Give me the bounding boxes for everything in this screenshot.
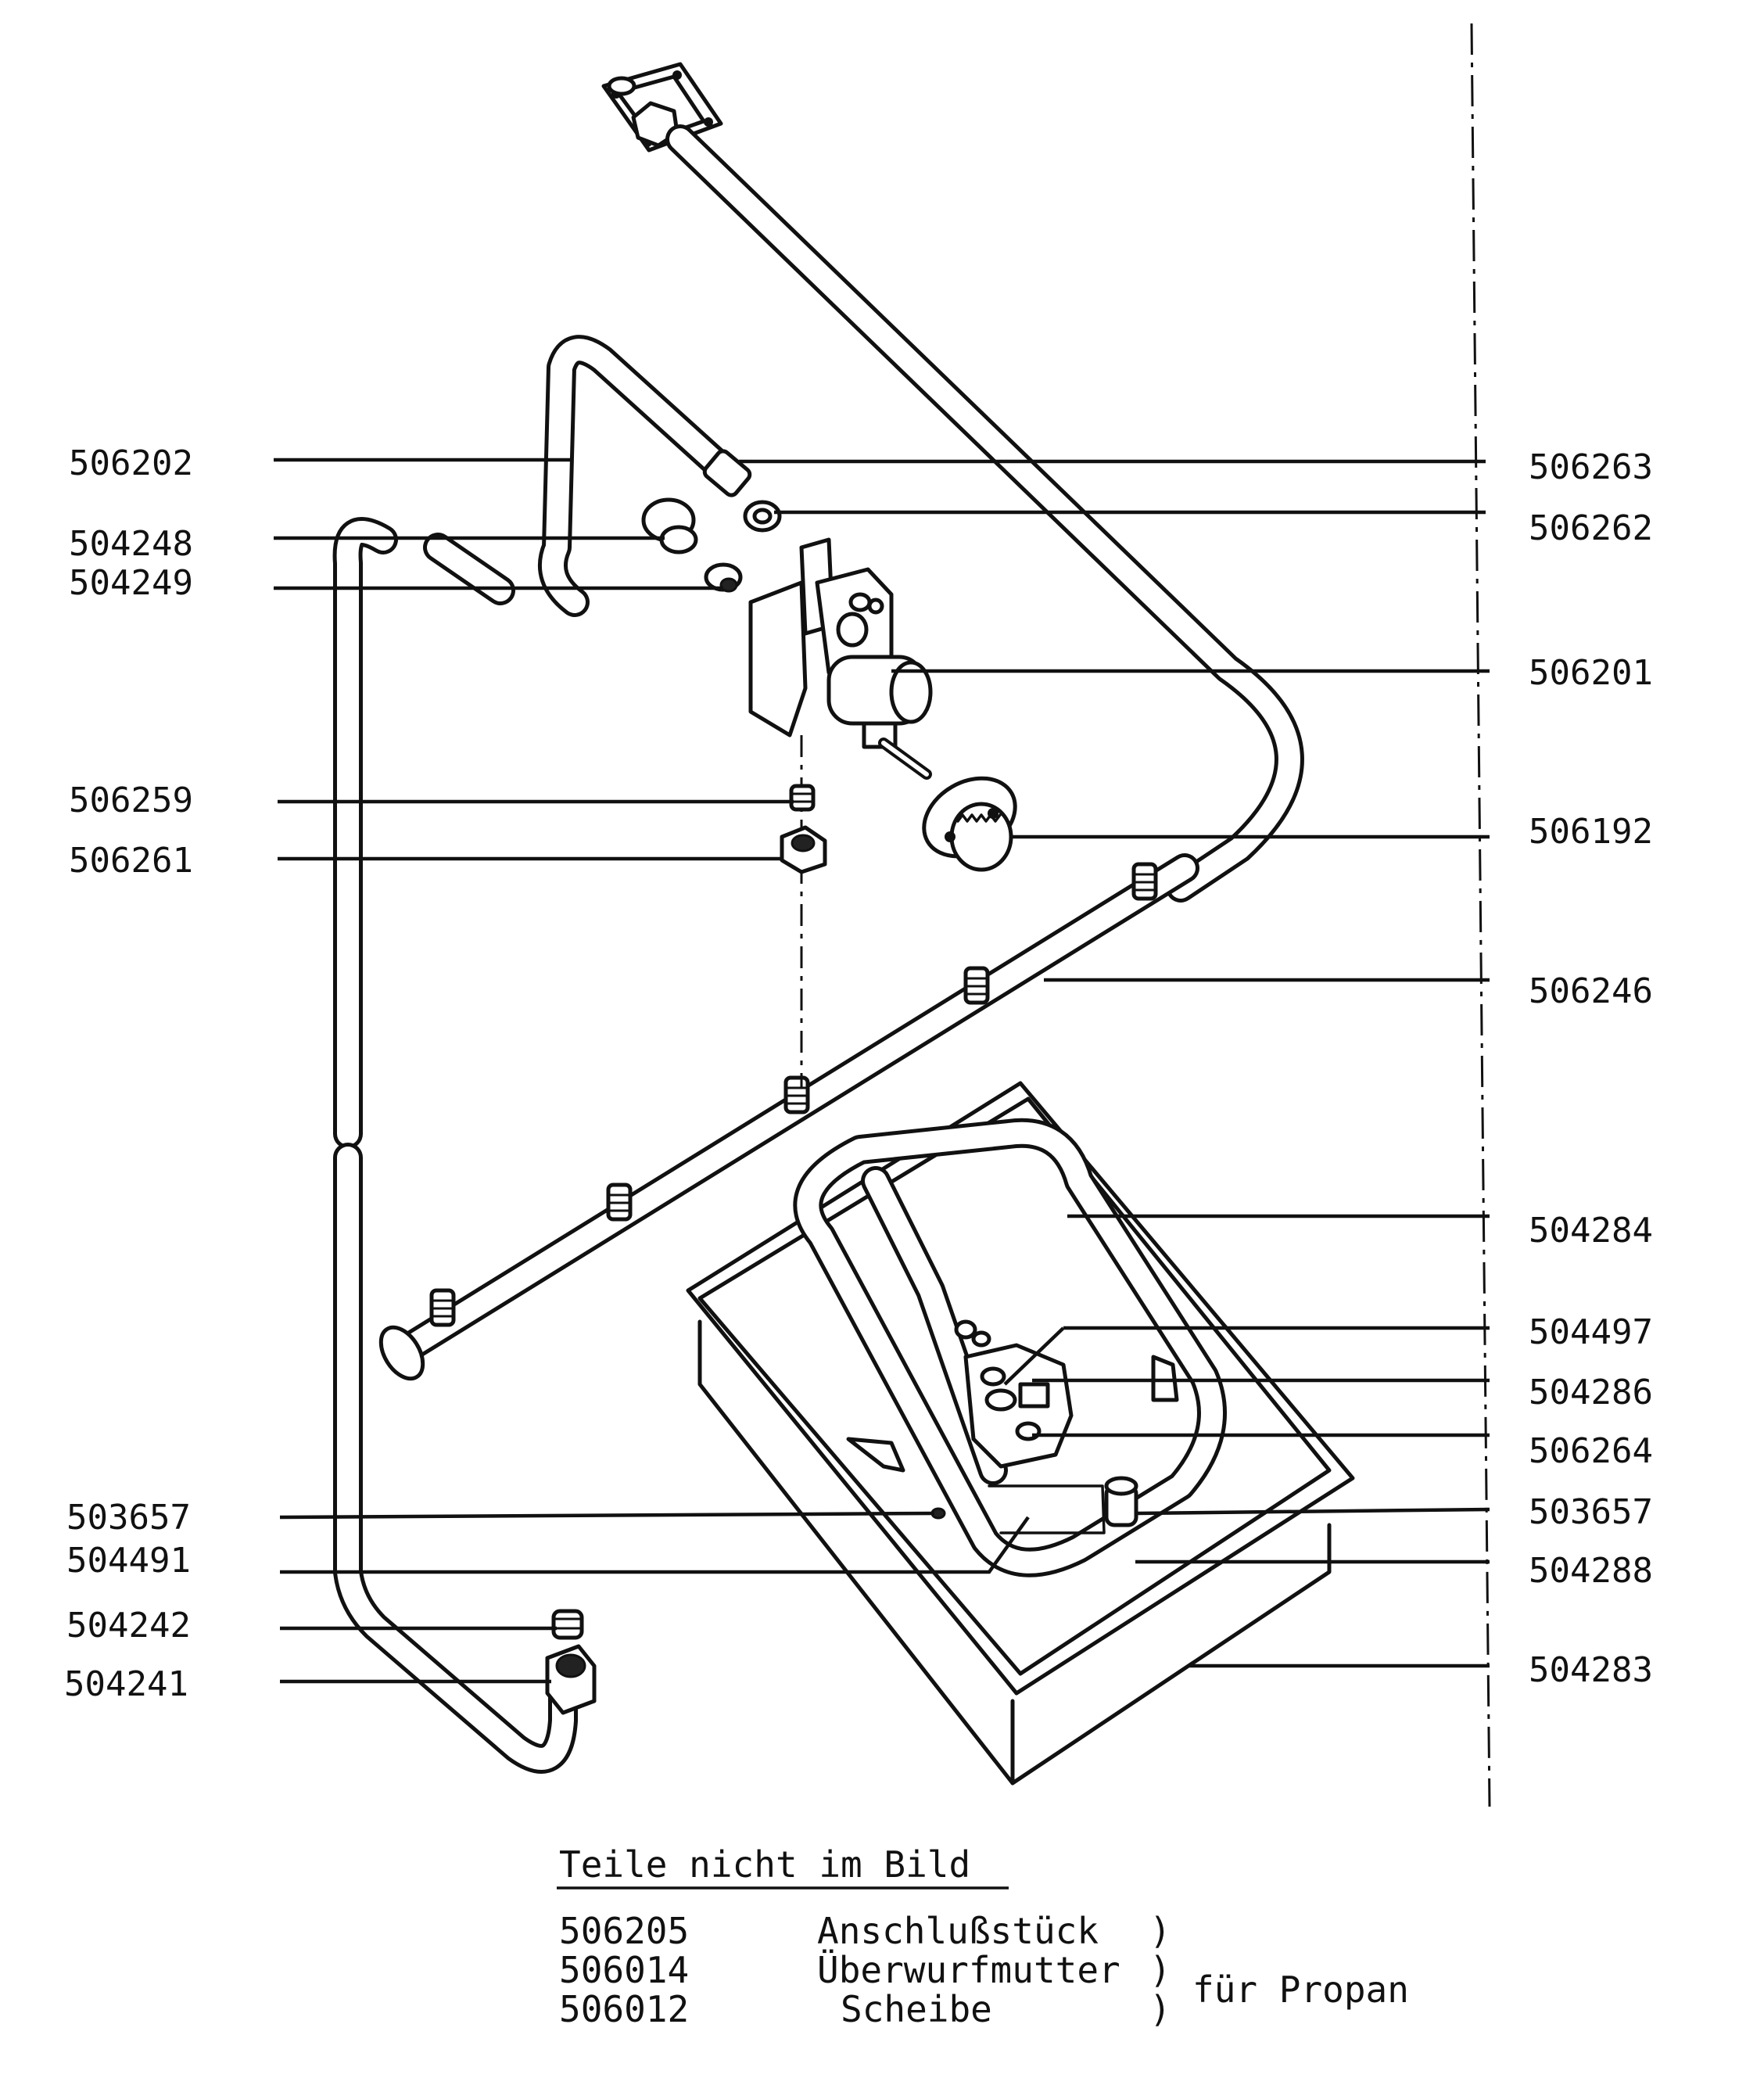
label-504284: 504284: [1529, 1211, 1653, 1251]
label-506246: 506246: [1529, 971, 1653, 1011]
footer-name-3: Scheibe: [841, 1988, 992, 2030]
label-504286: 504286: [1529, 1373, 1653, 1412]
left-labels: 506202 504248 504249 506259 506261 50365…: [64, 443, 193, 1704]
label-503657-right: 503657: [1529, 1492, 1653, 1532]
label-506261: 506261: [69, 841, 193, 881]
label-506264: 506264: [1529, 1431, 1653, 1471]
bent-pipe-506202: [423, 335, 738, 617]
label-504249: 504249: [69, 563, 193, 603]
label-504241: 504241: [64, 1664, 188, 1704]
leader-lines: [274, 458, 1490, 1684]
footer-name-1: Anschlußstück: [817, 1910, 1099, 1952]
footer-paren-1: ): [1149, 1910, 1171, 1952]
footer-paren-3: ): [1149, 1988, 1171, 2030]
left-feed-pipe: [332, 517, 578, 1774]
label-504288: 504288: [1529, 1551, 1653, 1591]
nozzle-fitting: [789, 784, 816, 812]
gas-valve: [748, 537, 933, 780]
footer-paren-2: ): [1149, 1949, 1171, 1991]
hex-nut: [780, 825, 827, 874]
right-labels: 506263 506262 506201 506192 506246 50428…: [1529, 447, 1653, 1690]
pipe-couplings: [641, 449, 782, 593]
label-504242: 504242: [66, 1606, 191, 1646]
main-supply-pipe: [665, 124, 1304, 903]
label-506263: 506263: [1529, 447, 1653, 487]
label-504497: 504497: [1529, 1312, 1653, 1352]
bottom-fittings: [545, 1609, 597, 1715]
footer-code-2: 506014: [559, 1949, 689, 1991]
footer-name-2: Überwurfmutter: [817, 1949, 1120, 1991]
parts-not-shown: Teile nicht im Bild 506205 Anschlußstück…: [557, 1843, 1409, 2030]
page-border-line: [1470, 23, 1491, 1807]
label-504491: 504491: [66, 1541, 191, 1581]
footer-code-3: 506012: [559, 1988, 689, 2030]
control-knob: [922, 776, 1017, 872]
footer-code-1: 506205: [559, 1910, 689, 1952]
footer-heading: Teile nicht im Bild: [559, 1843, 970, 1886]
assembly-drawing: [332, 62, 1355, 1786]
label-506202: 506202: [69, 443, 193, 483]
label-504248: 504248: [69, 524, 193, 564]
label-506192: 506192: [1529, 812, 1653, 852]
label-506262: 506262: [1529, 508, 1653, 548]
footer-note: für Propan: [1192, 1969, 1409, 2011]
label-506201: 506201: [1529, 653, 1653, 693]
label-506259: 506259: [69, 781, 193, 820]
label-504283: 504283: [1529, 1650, 1653, 1690]
wall-bracket: [601, 62, 723, 153]
label-503657-left: 503657: [66, 1498, 191, 1538]
